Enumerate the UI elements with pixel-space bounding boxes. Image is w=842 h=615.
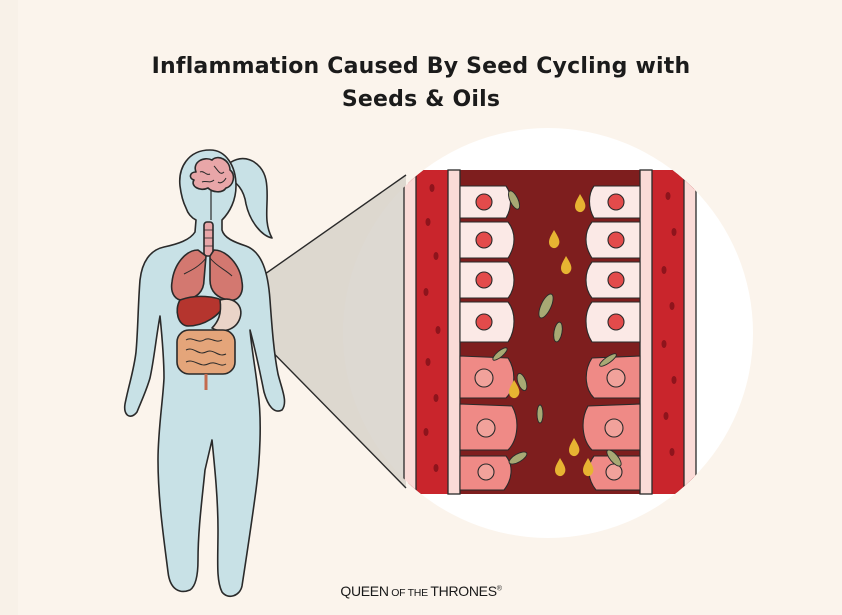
brand-registered-mark: ®: [497, 585, 502, 592]
brand-queen: QUEEN: [340, 583, 388, 599]
brand-thrones: THRONES: [430, 583, 496, 599]
brand-logo: QUEEN OF THE THRONES®: [0, 583, 842, 599]
blood-vessel: [404, 170, 696, 494]
brand-of-the: OF THE: [389, 587, 431, 599]
human-body: [125, 150, 285, 596]
